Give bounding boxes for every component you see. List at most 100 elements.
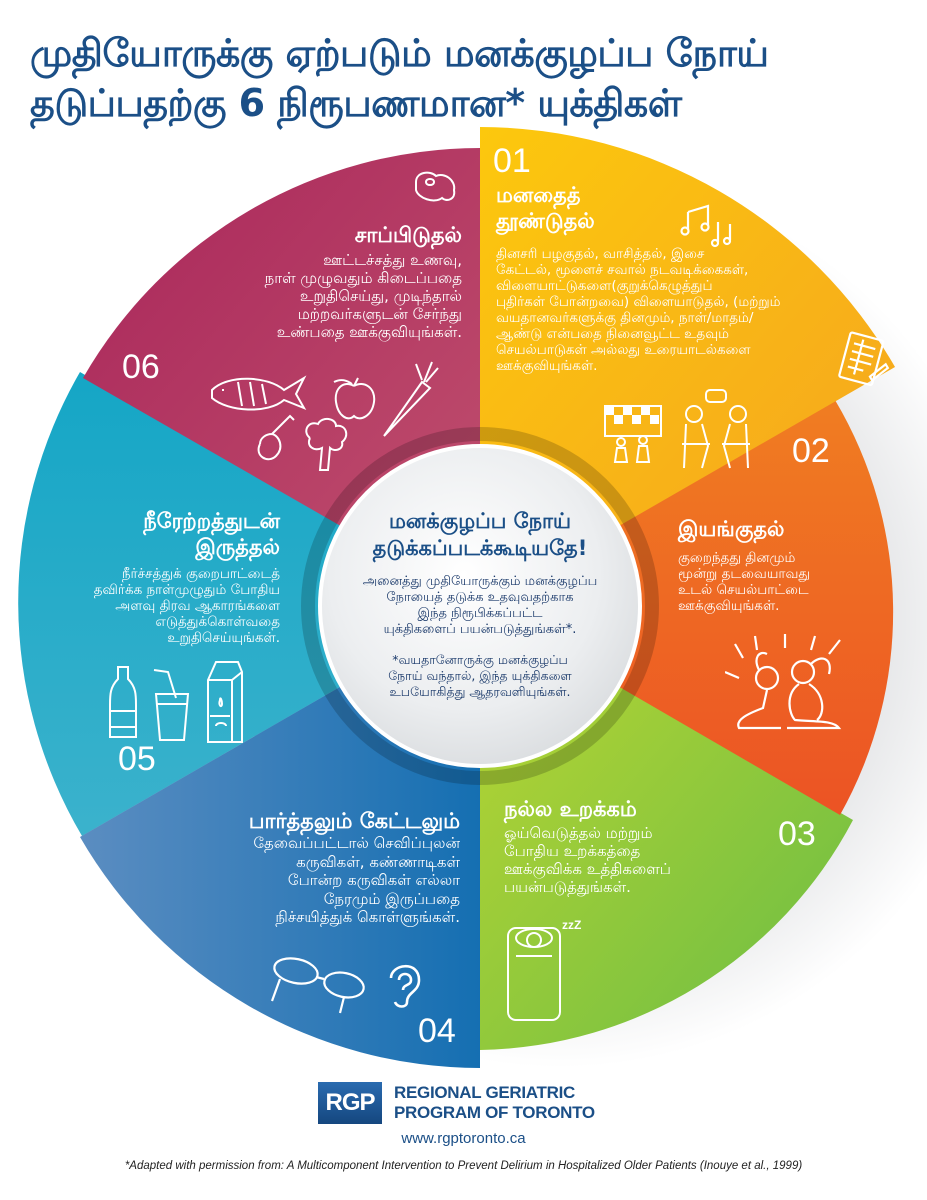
glass-with-straw-icon xyxy=(153,669,190,741)
zzz-label: zzZ xyxy=(562,918,582,932)
body-line: மூன்று தடவையாவது xyxy=(678,566,811,582)
body-line: வயதானவர்களுக்கு தினமும், நாள்/மாதம்/ xyxy=(496,310,754,326)
segment-01-body: தினசரி பழகுதல், வாசித்தல், இசை கேட்டல், … xyxy=(496,246,781,374)
body-line: உறுதிசெய்து, முடிந்தால் xyxy=(299,287,462,305)
logo-line: REGIONAL GERIATRIC xyxy=(394,1083,575,1102)
body-line: உறுதிசெய்யுங்கள். xyxy=(167,630,280,646)
sleeping-person-icon xyxy=(507,927,561,1021)
conversation-icon xyxy=(682,389,750,469)
body-line: போன்ற கருவிகள் எல்லா xyxy=(287,871,460,889)
note-line: உபயோகித்து ஆதரவளியுங்கள். xyxy=(389,684,571,699)
body-line: குறைந்தது தினமும் xyxy=(678,550,796,566)
logo-line: PROGRAM OF TORONTO xyxy=(394,1103,595,1122)
segment-05-hydration xyxy=(18,372,480,836)
segment-06-number: 06 xyxy=(122,348,160,386)
body-line: ஊக்குவிக்க உத்திகளைப் xyxy=(504,860,671,878)
body-line: ஊக்குவியுங்கள். xyxy=(678,598,780,614)
segment-05-number: 05 xyxy=(118,740,156,778)
segment-03-number: 03 xyxy=(778,815,816,853)
body-line: கருவிகள், கண்ணாடிகள் xyxy=(296,852,460,871)
segment-06-heading: சாப்பிடுதல் xyxy=(354,223,462,247)
center-note: *வயதானோருக்கு மனக்குழப்ப நோய் வந்தால், இ… xyxy=(320,652,640,700)
body-line: அனைத்து முதியோருக்கும் மனக்குழப்ப xyxy=(362,574,598,589)
body-line: செயல்பாடுகள் அல்லது உரையாடல்களை xyxy=(496,342,751,358)
inner-ring-shadow xyxy=(301,427,659,785)
website-link[interactable]: www.rgptoronto.ca xyxy=(401,1130,526,1147)
segment-03-body: ஓய்வெடுத்தல் மற்றும் போதிய உறக்கத்தை ஊக்… xyxy=(504,824,671,896)
carrot-icon xyxy=(383,361,439,437)
segment-04-number: 04 xyxy=(418,1012,456,1050)
body-line: இந்த நிரூபிக்கப்பட்ட xyxy=(417,606,543,621)
segment-04-heading: பார்த்தலும் கேட்டலும் xyxy=(248,809,460,833)
body-line: ஊட்டச்சத்து உணவு, xyxy=(323,251,462,269)
page-title: முதியோருக்கு ஏற்படும் மனக்குழப்ப நோய் தட… xyxy=(30,28,910,128)
title-line-2: தடுப்பதற்கு 6 நிரூபணமான* யுக்திகள் xyxy=(30,81,682,125)
center-heading-line: தடுக்கப்படக்கூடியதே! xyxy=(372,536,588,560)
body-line: ஆண்டு என்பதை நினைவூட்ட உதவும் xyxy=(496,326,730,342)
exercising-seniors-icon xyxy=(725,634,842,730)
body-line: ஓய்வெடுத்தல் மற்றும் xyxy=(504,824,653,842)
center-circle xyxy=(318,444,642,768)
segment-03-content: நல்ல உறக்கம் ஓய்வெடுத்தல் மற்றும் போதிய … xyxy=(504,796,671,896)
body-line: பயன்படுத்துங்கள். xyxy=(504,878,631,896)
body-line: நோயைத் தடுக்க உதவுவதற்காக xyxy=(386,590,574,605)
body-line: உடல் செயல்பாட்டை xyxy=(678,582,809,598)
segment-05-heading-line: நீரேற்றத்துடன் xyxy=(143,509,280,533)
body-line: நேரமும் இருப்பதை xyxy=(323,889,460,908)
checklist-icon xyxy=(838,331,890,387)
body-line: கேட்டல், மூளைச் சவால் நடவடிக்கைகள், xyxy=(496,262,749,278)
center-heading-line: மனக்குழப்ப நோய் xyxy=(388,509,572,533)
segment-04-body: தேவைப்பட்டால் செவிப்புலன் கருவிகள், கண்ண… xyxy=(100,834,460,927)
rgp-logo: RGP REGIONAL GERIATRIC PROGRAM OF TORONT… xyxy=(318,1082,595,1124)
citation-footnote: *Adapted with permission from: A Multico… xyxy=(124,1160,803,1172)
ear-icon xyxy=(389,964,421,1008)
segment-05-heading-line: இருத்தல் xyxy=(195,535,280,559)
segment-01-number: 01 xyxy=(493,142,531,180)
segment-06-content: சாப்பிடுதல் ஊட்டச்சத்து உணவு, நாள் முழுவ… xyxy=(190,222,462,341)
music-notes-icon xyxy=(680,204,732,248)
eyeglasses-icon xyxy=(270,957,365,1014)
chess-icon xyxy=(604,405,662,463)
body-line: போதிய உறக்கத்தை xyxy=(504,842,641,860)
segment-05-heading: நீரேற்றத்துடன் இருத்தல் xyxy=(40,508,280,560)
segment-02-heading: இயங்குதல் xyxy=(678,517,785,541)
title-line-1: முதியோருக்கு ஏற்படும் மனக்குழப்ப நோய் xyxy=(30,31,769,75)
segment-05-body: நீர்ச்சத்துக் குறைபாட்டைத் தவிர்க்க நாள்… xyxy=(40,566,280,646)
milk-carton-icon xyxy=(207,661,243,743)
body-line: ஊக்குவியுங்கள். xyxy=(496,358,598,374)
segment-02-number: 02 xyxy=(792,432,830,470)
segment-02-body: குறைந்தது தினமும் மூன்று தடவையாவது உடல் … xyxy=(678,550,810,614)
segment-06-body: ஊட்டச்சத்து உணவு, நாள் முழுவதும் கிடைப்ப… xyxy=(190,251,462,341)
rgp-logo-text: REGIONAL GERIATRIC PROGRAM OF TORONTO xyxy=(394,1083,595,1123)
body-line: உண்பதை ஊக்குவியுங்கள். xyxy=(276,323,462,341)
segment-01-heading-line: தூண்டுதல் xyxy=(496,209,595,233)
body-line: தவிர்க்க நாள்முழுதும் போதிய xyxy=(93,582,280,598)
segment-03-heading: நல்ல உறக்கம் xyxy=(504,797,637,821)
body-line: நிச்சயித்துக் கொள்ளுங்கள். xyxy=(275,908,460,926)
note-line: நோய் வந்தால், இந்த யுக்திகளை xyxy=(388,668,572,683)
segment-01-content: மனதைத் தூண்டுதல் தினசரி பழகுதல், வாசித்த… xyxy=(496,182,781,374)
segment-02-content: இயங்குதல் குறைந்தது தினமும் மூன்று தடவைய… xyxy=(678,516,810,614)
segment-01-heading-line: மனதைத் xyxy=(496,183,581,207)
body-line: அளவு திரவ ஆகாரங்களை xyxy=(115,598,280,614)
broccoli-icon xyxy=(305,418,348,471)
body-line: புதிர்கள் போன்றவை) விளையாடுதல், (மற்றும் xyxy=(496,294,781,310)
body-line: நாள் முழுவதும் கிடைப்பதை xyxy=(264,269,462,287)
body-line: நீர்ச்சத்துக் குறைபாட்டைத் xyxy=(121,566,280,582)
center-body: அனைத்து முதியோருக்கும் மனக்குழப்ப நோயைத்… xyxy=(320,574,640,638)
note-line: *வயதானோருக்கு மனக்குழப்ப xyxy=(392,652,568,667)
body-line: தினசரி பழகுதல், வாசித்தல், இசை xyxy=(496,246,705,262)
body-line: தேவைப்பட்டால் செவிப்புலன் xyxy=(253,834,460,852)
body-line: எடுத்துக்கொள்வதை xyxy=(155,614,280,630)
segment-01-heading: மனதைத் தூண்டுதல் xyxy=(496,182,781,234)
segment-05-content: நீரேற்றத்துடன் இருத்தல் நீர்ச்சத்துக் கு… xyxy=(40,508,280,646)
center-heading: மனக்குழப்ப நோய் தடுக்கப்படக்கூடியதே! xyxy=(320,508,640,562)
fish-icon xyxy=(211,375,307,411)
body-line: விளையாட்டுகளை(குறுக்கெழுத்துப் xyxy=(496,278,713,294)
body-line: யுக்திகளைப் பயன்படுத்துங்கள்*. xyxy=(383,622,577,637)
center-message: மனக்குழப்ப நோய் தடுக்கப்படக்கூடியதே! அனை… xyxy=(320,508,640,700)
segment-04-content: பார்த்தலும் கேட்டலும் தேவைப்பட்டால் செவி… xyxy=(100,808,460,927)
chicken-leg-icon xyxy=(257,414,295,461)
bottle-icon xyxy=(109,666,137,738)
rgp-logo-mark: RGP xyxy=(318,1082,382,1124)
